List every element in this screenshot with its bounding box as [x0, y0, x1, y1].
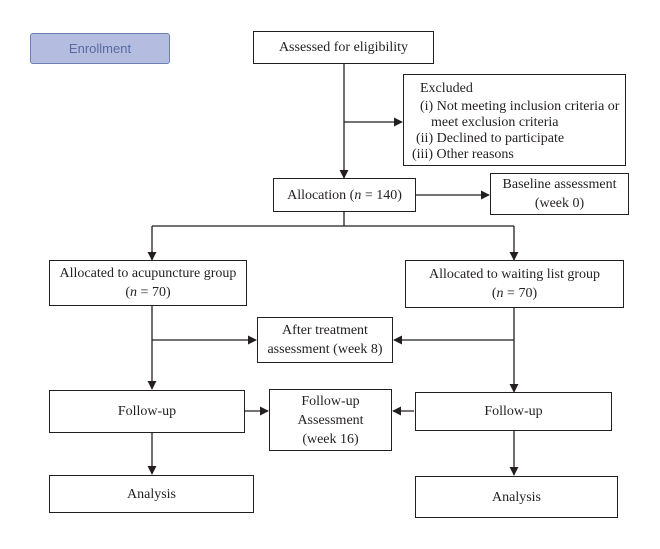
- node-followup-right: Follow-up: [415, 392, 612, 431]
- allocation-n-variable: n: [354, 187, 362, 203]
- after-treatment-line-2: assessment (week 8): [267, 342, 383, 357]
- waiting-line-2: (n = 70): [492, 284, 537, 303]
- excluded-title: Excluded: [420, 81, 473, 96]
- excluded-item-1-continued: meet exclusion criteria: [431, 115, 559, 130]
- assessed-text: Assessed for eligibility: [278, 40, 409, 55]
- baseline-line-1: Baseline assessment: [502, 177, 617, 192]
- node-allocation: Allocation (n = 140): [273, 178, 416, 212]
- node-analysis-right: Analysis: [415, 476, 618, 518]
- acupuncture-n-value: = 70): [137, 285, 171, 300]
- excluded-item-3: (iii) Other reasons: [412, 147, 514, 162]
- node-excluded: Excluded (i) Not meeting inclusion crite…: [403, 74, 626, 166]
- node-acupuncture-group: Allocated to acupuncture group (n = 70): [49, 260, 247, 306]
- followup-right-text: Follow-up: [484, 404, 543, 419]
- node-analysis-left: Analysis: [49, 475, 254, 513]
- excluded-item-2: (ii) Declined to participate: [416, 131, 565, 146]
- waiting-n-variable: n: [496, 286, 504, 301]
- node-assessed-for-eligibility: Assessed for eligibility: [253, 31, 434, 64]
- followup-assessment-line-2: Assessment: [297, 412, 364, 428]
- waiting-line-1: Allocated to waiting list group: [428, 267, 601, 282]
- enrollment-text: Enrollment: [68, 41, 132, 56]
- followup-left-text: Follow-up: [117, 404, 177, 419]
- acupuncture-line-2: (n = 70): [125, 283, 170, 302]
- node-followup-left: Follow-up: [49, 390, 245, 433]
- followup-assessment-line-3: (week 16): [302, 431, 359, 447]
- after-treatment-line-1: After treatment: [282, 323, 368, 338]
- node-baseline-assessment: Baseline assessment (week 0): [490, 173, 629, 215]
- followup-assessment-line-1: Follow-up: [301, 393, 360, 409]
- waiting-n-value: = 70): [503, 286, 538, 301]
- acupuncture-n-variable: n: [130, 285, 138, 300]
- acupuncture-paren: (: [125, 285, 131, 300]
- enrollment-label: Enrollment: [30, 33, 170, 64]
- allocation-text: Allocation (n = 140): [287, 186, 402, 205]
- node-waiting-list-group: Allocated to waiting list group (n = 70): [405, 260, 624, 308]
- analysis-right-text: Analysis: [492, 489, 541, 505]
- allocation-prefix: Allocation (: [287, 187, 355, 203]
- baseline-line-2: (week 0): [534, 196, 585, 211]
- analysis-left-text: Analysis: [127, 486, 176, 502]
- allocation-suffix: = 140): [361, 187, 402, 203]
- node-followup-assessment: Follow-up Assessment (week 16): [269, 389, 392, 451]
- node-after-treatment-assessment: After treatment assessment (week 8): [257, 317, 393, 363]
- waiting-paren: (: [491, 286, 497, 301]
- acupuncture-line-1: Allocated to acupuncture group: [59, 266, 237, 281]
- excluded-item-1: (i) Not meeting inclusion criteria or: [420, 99, 620, 114]
